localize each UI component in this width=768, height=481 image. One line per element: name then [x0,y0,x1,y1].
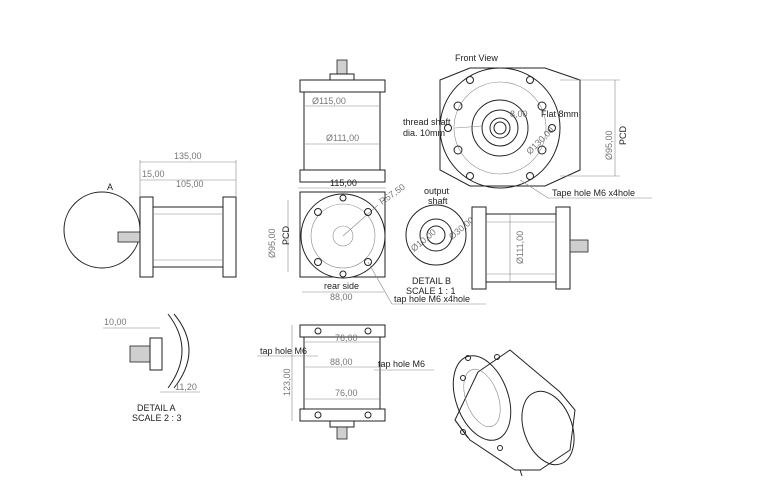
detail-a-title: DETAIL A [137,403,176,413]
side-total-dim: 135,00 [174,151,202,161]
front-view: Front View Ø95,00 PCD 8,00 Flat 8mm Ø130… [403,53,652,199]
thread-dia-label: dia. 10mm [403,128,445,138]
front-view-title: Front View [455,53,498,63]
detail-a-scale: SCALE 2 : 3 [132,413,182,423]
front-flat-label: Flat 8mm [541,109,579,119]
thread-shaft-label: thread shaft [403,117,451,127]
detail-a: 10,00 11,20 DETAIL A SCALE 2 : 3 [103,313,200,423]
bottom-height-dim: 123,00 [282,368,292,396]
rear-width-dim: 115,00 [330,178,357,188]
side-body-dim: 105,00 [176,179,204,189]
front-flat-dim: 8,00 [510,109,528,119]
detail-a-bottom-dim: 11,20 [175,382,197,392]
rear-tap-hole-label: tap hole M6 x4hole [394,294,470,304]
rear-pcd-dim: Ø95,00 [267,228,277,258]
detail-b-scale: SCALE 1 : 1 [406,286,456,296]
side-view: A 135,00 105,00 15,00 [63,151,237,278]
right-side-view: Ø111,00 [471,206,589,290]
bottom-tap-hole-right: tap hole M6 [378,359,425,369]
rear-bottom-dim: 88,00 [330,292,353,302]
right-dia-dim: Ø111,00 [515,231,525,264]
detail-a-marker: A [107,182,113,192]
detail-b: output shaft Ø10,00 Ø30,00 DETAIL B SCAL… [405,186,476,296]
bottom-tap-hole-left: tap hole M6 [260,346,307,356]
isometric-view [452,349,576,477]
bottom-low-dim: 76,00 [335,388,358,398]
top-view: Ø115,00 Ø111,00 [299,59,386,183]
detail-b-title: DETAIL B [412,276,451,286]
bottom-top-dim: 76,00 [335,333,358,343]
rear-radius-dim: R57,50 [377,182,407,207]
front-pcd-dim: Ø95,00 [604,130,614,160]
top-dia-inner-dim: Ø111,00 [326,133,359,143]
detail-a-top-dim: 10,00 [104,317,127,327]
side-shaft-dim: 15,00 [142,169,165,179]
top-dia-outer-dim: Ø115,00 [312,96,346,106]
output-label: output [424,186,450,196]
rear-pcd-label: PCD [281,225,291,245]
rear-side-label: rear side [324,281,359,291]
shaft-label: shaft [428,196,448,206]
bottom-mid-dim: 88,00 [330,357,353,367]
bottom-view: 76,00 88,00 76,00 123,00 tap hole M6 tap… [257,324,434,440]
tape-hole-label: Tape hole M6 x4hole [552,188,635,198]
front-pcd-label: PCD [618,125,628,145]
